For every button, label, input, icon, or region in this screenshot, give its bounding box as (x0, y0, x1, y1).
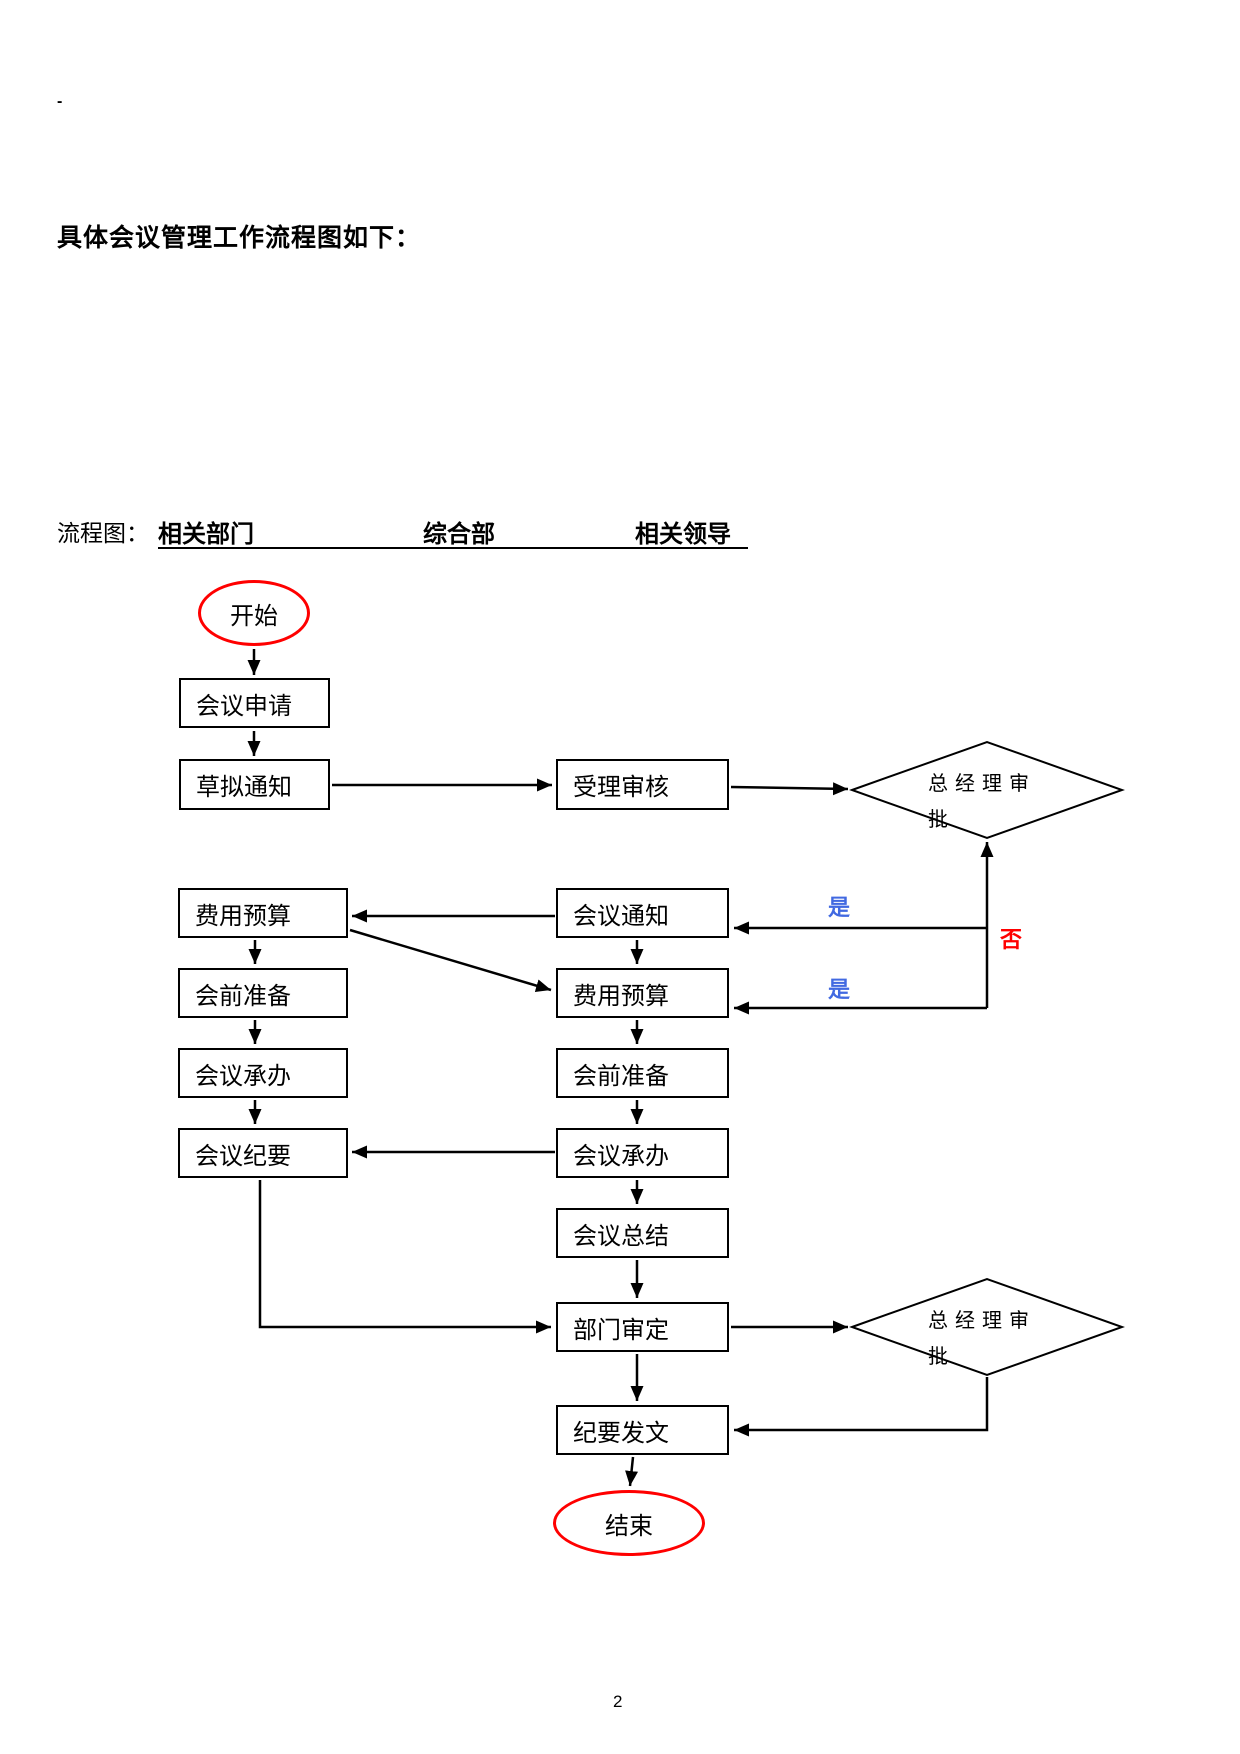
node-end: 结束 (553, 1490, 705, 1556)
node-meeting-summary: 会议总结 (556, 1208, 729, 1258)
lane-header-related-leaders: 相关领导 (635, 521, 731, 548)
connector-issue-to-end (625, 1456, 639, 1487)
decision-diamond-1-label: 总经理审批 (928, 773, 1036, 831)
lane-header-related-departments: 相关部门 (158, 521, 254, 548)
stray-dash: - (57, 93, 63, 110)
decision-diamond-2-shape (849, 1277, 1125, 1377)
node-start: 开始 (198, 580, 310, 646)
node-meeting-minutes: 会议纪要 (178, 1128, 348, 1178)
node-dept-review: 部门审定 (556, 1302, 729, 1352)
connector-minutes-to-dept-review (258, 1180, 551, 1334)
decision-diamond-2-label: 总经理审批 (928, 1310, 1036, 1368)
connector-diamond2-to-issue (734, 1377, 989, 1437)
page-number: 2 (613, 1692, 623, 1711)
node-issue-minutes: 纪要发文 (556, 1405, 729, 1455)
caption-underline (158, 514, 748, 549)
page-title: 具体会议管理工作流程图如下： (57, 224, 422, 252)
node-meeting-notice: 会议通知 (556, 888, 729, 938)
node-mid-budget: 费用预算 (556, 968, 729, 1018)
node-mid-preparation: 会前准备 (556, 1048, 729, 1098)
node-meeting-apply: 会议申请 (179, 678, 330, 728)
node-left-budget: 费用预算 (178, 888, 348, 938)
connector-review-to-diamond1 (730, 782, 849, 796)
node-accept-review: 受理审核 (556, 759, 729, 810)
caption-prefix: 流程图： (57, 520, 149, 546)
label-no: 否 (1000, 927, 1023, 952)
node-left-preparation: 会前准备 (178, 968, 348, 1018)
lane-header-general-office: 综合部 (423, 521, 495, 548)
label-yes-2: 是 (828, 977, 851, 1002)
node-left-hosting: 会议承办 (178, 1048, 348, 1098)
node-draft-notice: 草拟通知 (179, 759, 330, 810)
node-mid-hosting: 会议承办 (556, 1128, 729, 1178)
decision-diamond-1-shape (849, 740, 1125, 840)
connector-left-budget-to-mid-budget (349, 928, 552, 992)
label-yes-1: 是 (828, 895, 851, 920)
